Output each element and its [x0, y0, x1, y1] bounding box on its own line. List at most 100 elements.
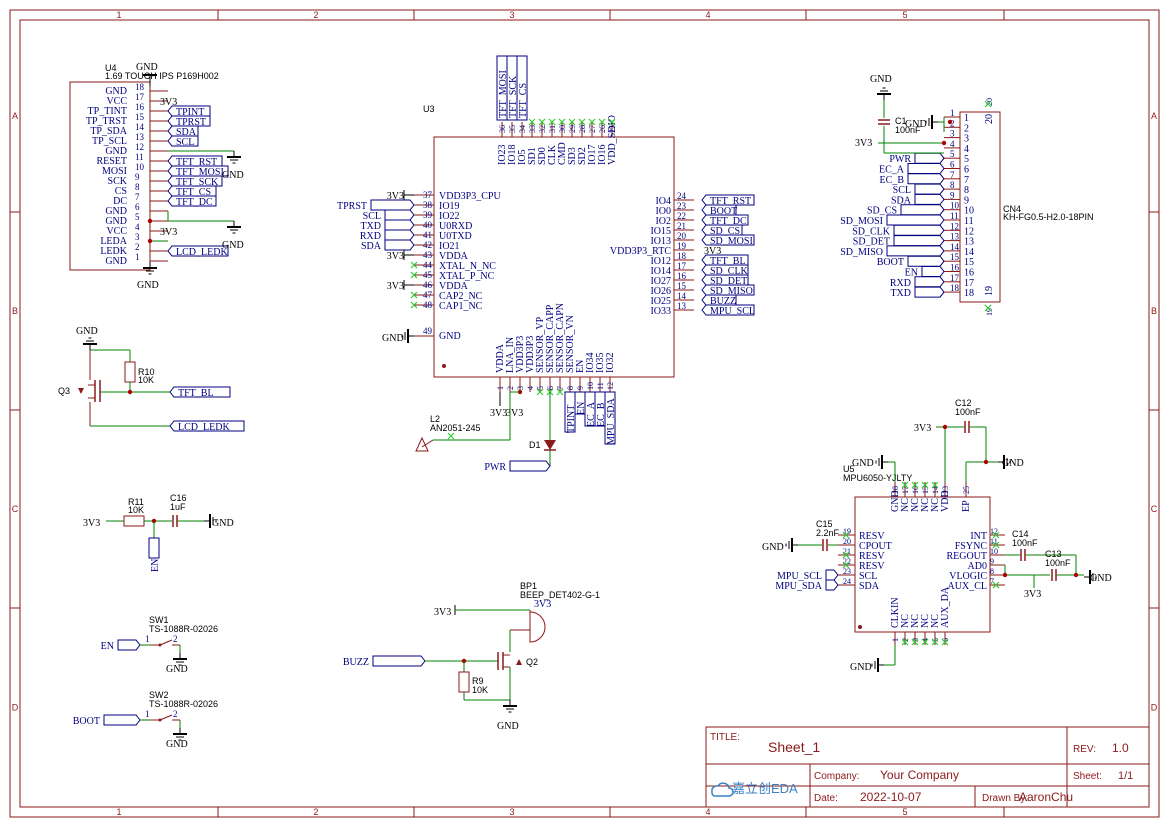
net-flag-outline [886, 214, 945, 226]
net-flag-label: BUZZ [343, 657, 369, 668]
net-flag-outline [907, 173, 945, 185]
net-flag-outline [148, 537, 160, 559]
pin-name: NC [930, 498, 941, 512]
u4-net-flag: TPRST [167, 115, 211, 128]
pin-name: SENSOR_CAPP [545, 304, 556, 373]
pin-number: 6 [950, 160, 955, 170]
pin-number: 4 [950, 139, 955, 149]
pin-number: 10 [586, 382, 595, 390]
c16-ref: C16 [170, 493, 187, 503]
c16-capacitor [172, 515, 178, 527]
pin-name: IO15 [650, 226, 671, 237]
no-connect-mark [410, 301, 418, 309]
pin-name: 19 [984, 286, 995, 296]
net-flag-outline [169, 386, 231, 398]
pin-name: 11 [964, 216, 974, 227]
col-label: 3 [509, 807, 514, 817]
net-flag-label: TFT_RST [710, 196, 751, 207]
pin-name: IO18 [507, 144, 518, 165]
cn4-net-flag: SD_MOSI [840, 214, 945, 227]
pin-name: 4 [964, 144, 969, 155]
pin-number: 30 [558, 125, 567, 133]
net-flag-label: EN [150, 559, 161, 572]
pin-name: SENSOR_VN [565, 315, 576, 373]
u5-scl-flag-stub: MPU_SCL [777, 569, 839, 582]
cn4-body [959, 111, 1001, 303]
switch-contact [158, 643, 162, 647]
c12-ref: C12 [955, 398, 972, 408]
u4-net-flag: TPINT [167, 105, 211, 118]
net-flag-outline [384, 219, 415, 231]
net-flag-label: BOOT [710, 206, 737, 217]
net-flag-outline [701, 194, 755, 206]
power-label: 3V3 [434, 607, 451, 618]
col-label: 2 [313, 10, 318, 20]
power-label: 3V3 [914, 423, 931, 434]
pin-number: 3 [950, 129, 955, 139]
u3-esp32-module: U3IO2336IO1835IO534SD133SD032CLK31CMD30S… [337, 55, 755, 445]
cn4-net-flag: EN [905, 266, 945, 279]
u3-net-flag: BUZZ [701, 294, 737, 307]
switch-ref: SW1 [149, 615, 169, 625]
no-connect-mark [410, 261, 418, 269]
pin-number: 35 [508, 125, 517, 133]
gnd-label: GND [166, 664, 188, 675]
u3-net-flag: SD_DET [701, 274, 749, 287]
u3-net-flag: MPU_SCL [701, 304, 755, 317]
pin-number: 1 [950, 108, 955, 118]
pin-number: 5 [950, 149, 955, 159]
pin-number: 5 [931, 638, 940, 642]
pin-name: 9 [964, 195, 969, 206]
pin-number: 12 [990, 527, 998, 536]
row-label: B [1151, 306, 1157, 316]
pin-number: 11 [950, 211, 959, 221]
col-label: 4 [705, 10, 710, 20]
r10-resistor [124, 361, 136, 383]
no-connect-mark [931, 638, 939, 646]
power-label: 3V3 [160, 97, 177, 108]
col-label: 2 [313, 807, 318, 817]
net-flag-label: MPU_SCL [777, 571, 822, 582]
gnd-label: GND [212, 518, 234, 529]
pin-number: 34 [518, 125, 527, 133]
date-label: Date: [814, 793, 838, 804]
pin-number: 22 [677, 211, 686, 221]
c15-capacitor [822, 539, 828, 551]
pin-number: 38 [423, 200, 433, 210]
junction-dot [147, 218, 153, 224]
row-label: B [12, 306, 18, 316]
gnd-label: GND [137, 280, 159, 291]
no-connect-stroke [528, 118, 536, 126]
net-flag-outline [384, 209, 415, 221]
net-flag-label: EN [101, 641, 114, 652]
pin-name: IO0 [655, 206, 671, 217]
net-flag-label: BOOT [877, 257, 904, 268]
net-flag-outline [384, 229, 415, 241]
pin-name: SENSOR_VP [535, 316, 546, 373]
pin-number: 9 [576, 386, 585, 390]
net-flag-label: SDA [361, 241, 382, 252]
pin-name: 7 [964, 175, 969, 186]
pin-name: RESV [859, 561, 885, 572]
gnd-label: GND [166, 739, 188, 750]
c16-gnd-symbol [204, 514, 217, 528]
net-flag-outline [103, 714, 141, 726]
u5-value: MPU6050-YJLTY [843, 473, 912, 483]
r9-resistor [458, 671, 470, 693]
pin-name: 18 [964, 288, 974, 299]
net-flag-outline [604, 391, 616, 445]
gnd-label: GND [850, 662, 872, 673]
pin-name: VDDA [439, 251, 469, 262]
row-label: D [1151, 703, 1158, 713]
net-flag-outline [701, 284, 755, 296]
net-flag-label: TFT_DC [176, 197, 213, 208]
net-flag-label: SCL [176, 137, 194, 148]
no-connect-mark [528, 118, 536, 126]
net-flag-label: LCD_LEDK [178, 422, 230, 433]
gnd-label: GND [382, 333, 404, 344]
row-label: A [1151, 111, 1157, 121]
net-flag-label: EC_A [586, 401, 597, 427]
